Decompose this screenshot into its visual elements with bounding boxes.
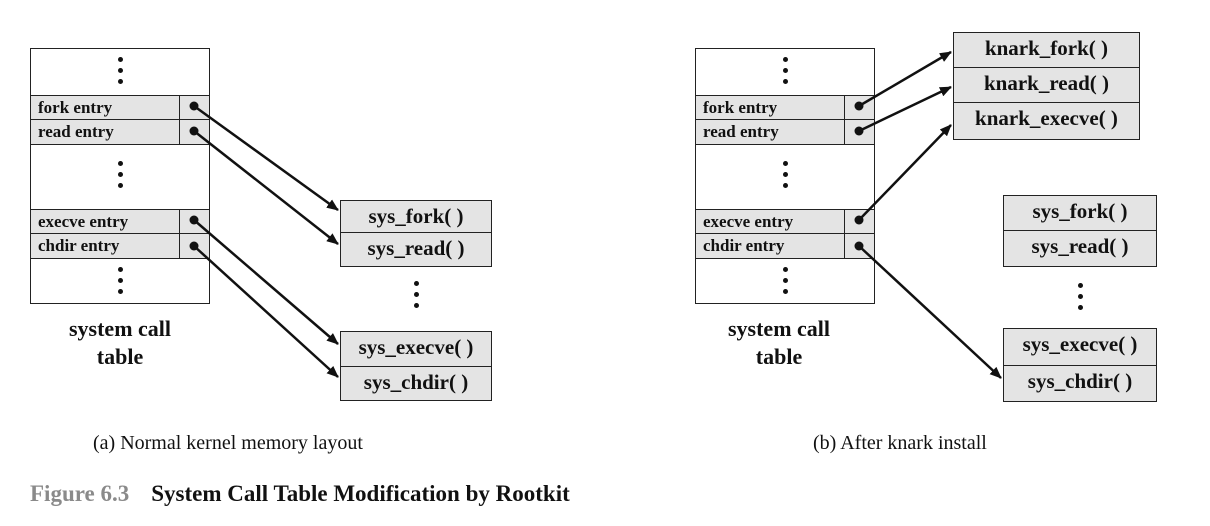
row-label: execve entry <box>703 212 794 231</box>
arrow-read-to-sys-read <box>193 130 339 245</box>
system-call-table-b: fork entry read entry execve entry chdir… <box>695 48 875 304</box>
arrow-execve-to-sys-execve <box>193 219 339 345</box>
table-row-chdir-entry: chdir entry <box>31 234 209 259</box>
table-caption-a: system call table <box>30 315 210 371</box>
function-box-sys-fork-a: sys_fork( ) <box>340 200 492 233</box>
row-label: fork entry <box>38 98 113 117</box>
function-box-sys-chdir-a: sys_chdir( ) <box>340 366 492 401</box>
arrow-chdir-to-sys-chdir-b <box>858 245 1002 379</box>
table-caption-line1: system call <box>727 316 831 341</box>
table-caption-line1: system call <box>68 316 172 341</box>
ellipsis-dots <box>117 161 123 194</box>
row-label: chdir entry <box>703 236 785 255</box>
row-label: chdir entry <box>38 236 120 255</box>
ellipsis-dots <box>413 281 419 314</box>
ellipsis-dots <box>117 57 123 90</box>
table-row-read-entry: read entry <box>31 120 209 145</box>
figure-caption: Figure 6.3 System Call Table Modification… <box>30 480 570 508</box>
pointer-cell <box>844 208 874 234</box>
pointer-cell <box>179 94 209 120</box>
ellipsis-dots <box>782 161 788 194</box>
row-label: fork entry <box>703 98 778 117</box>
row-label: execve entry <box>38 212 129 231</box>
table-row-execve-entry: execve entry <box>31 208 209 234</box>
pointer-cell <box>179 120 209 145</box>
function-box-sys-read-b: sys_read( ) <box>1003 230 1157 267</box>
table-row-fork-entry: fork entry <box>31 94 209 120</box>
function-box-knark-fork: knark_fork( ) <box>953 32 1140 68</box>
table-row-chdir-entry: chdir entry <box>696 234 874 259</box>
figure-title: System Call Table Modification by Rootki… <box>151 481 570 506</box>
table-row-execve-entry: execve entry <box>696 208 874 234</box>
caption-panel-a: (a) Normal kernel memory layout <box>93 432 363 454</box>
pointer-cell <box>844 234 874 259</box>
table-row-read-entry: read entry <box>696 120 874 145</box>
pointer-cell <box>179 208 209 234</box>
function-box-sys-chdir-b: sys_chdir( ) <box>1003 365 1157 402</box>
pointer-cell <box>844 94 874 120</box>
function-box-sys-execve-a: sys_execve( ) <box>340 331 492 367</box>
function-box-knark-execve: knark_execve( ) <box>953 102 1140 140</box>
caption-panel-b: (b) After knark install <box>813 432 987 454</box>
ellipsis-dots <box>782 267 788 300</box>
function-box-sys-execve-b: sys_execve( ) <box>1003 328 1157 366</box>
pointer-cell <box>844 120 874 145</box>
pointer-cell <box>179 234 209 259</box>
system-call-table-a: fork entry read entry execve entry chdir… <box>30 48 210 304</box>
arrow-fork-to-sys-fork <box>193 104 339 212</box>
ellipsis-dots <box>117 267 123 300</box>
ellipsis-dots <box>782 57 788 90</box>
function-box-sys-fork-b: sys_fork( ) <box>1003 195 1157 231</box>
figure-number: Figure 6.3 <box>30 481 130 506</box>
arrow-chdir-to-sys-chdir <box>193 245 339 378</box>
function-box-knark-read: knark_read( ) <box>953 67 1140 103</box>
table-row-fork-entry: fork entry <box>696 94 874 120</box>
function-box-sys-read-a: sys_read( ) <box>340 232 492 267</box>
ellipsis-dots <box>1077 283 1083 316</box>
table-caption-b: system call table <box>689 315 869 371</box>
row-label: read entry <box>703 122 779 141</box>
table-caption-line2: table <box>96 344 144 369</box>
row-label: read entry <box>38 122 114 141</box>
table-caption-line2: table <box>755 344 803 369</box>
